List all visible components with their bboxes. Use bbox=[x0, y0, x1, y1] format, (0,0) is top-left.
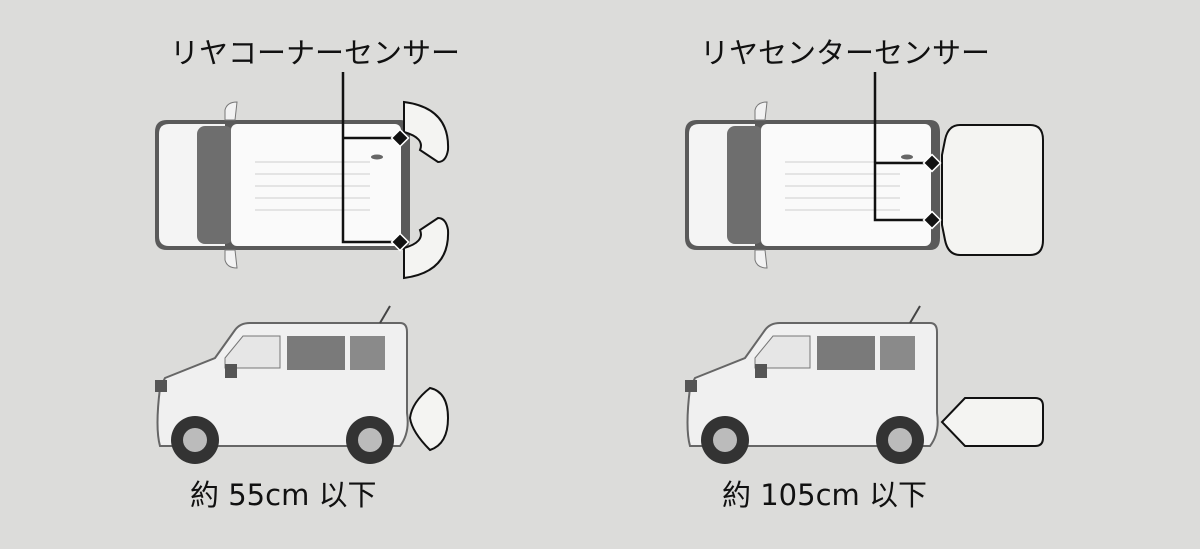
center-side-zone bbox=[940, 397, 1044, 447]
car-top-view bbox=[684, 101, 941, 269]
corner-detection-zone bbox=[403, 100, 450, 164]
corner-detection-zone bbox=[403, 216, 450, 280]
left-top-view bbox=[154, 72, 450, 280]
right-side-view bbox=[684, 305, 1044, 465]
leader-line bbox=[873, 72, 932, 222]
right-top-view bbox=[684, 72, 1044, 269]
corner-side-zone bbox=[408, 386, 450, 452]
rear-center-sensor-title: リヤセンターセンサー bbox=[700, 36, 991, 70]
sensor-marker bbox=[922, 153, 942, 173]
center-distance-label: 約 105cm 以下 bbox=[722, 478, 927, 512]
rear-corner-sensor-title: リヤコーナーセンサー bbox=[170, 36, 461, 70]
left-side-view bbox=[154, 305, 450, 465]
sensor-marker bbox=[922, 210, 942, 230]
car-side-view bbox=[154, 305, 409, 465]
corner-distance-label: 約 55cm 以下 bbox=[190, 478, 377, 512]
sensor-marker bbox=[390, 232, 410, 252]
sensor-marker bbox=[390, 128, 410, 148]
center-detection-zone bbox=[941, 124, 1044, 256]
car-side-view bbox=[684, 305, 939, 465]
leader-line bbox=[341, 72, 400, 244]
